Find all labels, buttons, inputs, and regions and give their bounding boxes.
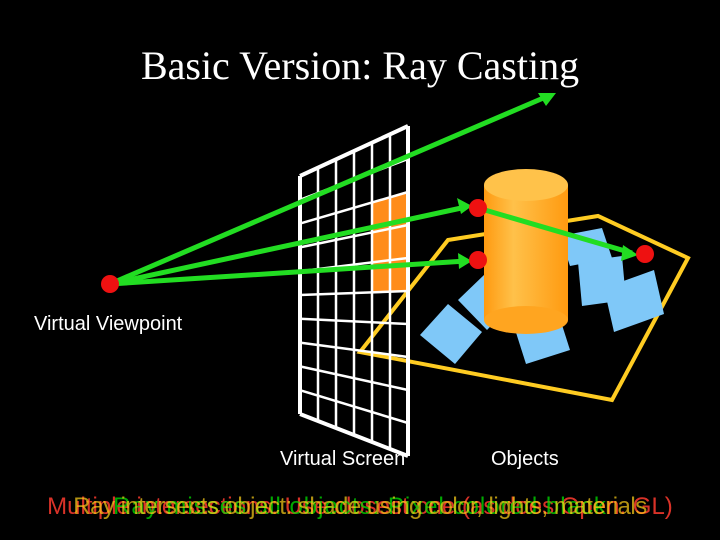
cylinder-object	[484, 169, 568, 334]
objects-label: Objects	[491, 448, 559, 470]
grid-line-horizontal	[299, 289, 409, 297]
grid-line-horizontal	[299, 341, 409, 359]
cylinder-bottom	[484, 306, 568, 334]
arrowhead-icon	[458, 253, 472, 269]
arrowhead-icon	[457, 198, 472, 214]
caption-text: Ray intersects object: shade using color…	[73, 493, 647, 520]
floor-tile	[420, 304, 482, 364]
virtual-screen-label: Virtual Screen	[280, 448, 406, 470]
hit-points	[101, 199, 654, 293]
viewpoint-label: Virtual Viewpoint	[34, 313, 183, 335]
hit-point-dot	[636, 245, 654, 263]
arrowhead-icon	[538, 93, 556, 106]
grid-line-horizontal	[299, 124, 409, 178]
slide-title: Basic Version: Ray Casting	[140, 43, 580, 88]
screen-pixel-shaded	[372, 228, 390, 263]
virtual-screen-grid	[298, 124, 410, 458]
hit-point-dot	[469, 251, 487, 269]
ray-to-cylinder-bottom	[109, 258, 467, 287]
grid-line-horizontal	[299, 365, 409, 392]
rays	[109, 93, 638, 287]
caption-text: Multiple intersections: Use closest one …	[47, 493, 673, 520]
caption-stack: Multiple intersections: Use closest one …	[0, 493, 720, 523]
grid-line-horizontal	[299, 412, 409, 458]
viewpoint-dot	[101, 275, 119, 293]
grid-line-horizontal	[299, 389, 409, 425]
cylinder-body	[484, 185, 568, 320]
floor-tile	[604, 270, 664, 332]
ray-to-cylinder-top	[109, 204, 467, 287]
cylinder-top	[484, 169, 568, 201]
grid-line-horizontal	[299, 190, 409, 225]
caption-text: Ray misses all objects: Pixel colored bl…	[113, 493, 607, 520]
ray-through-cylinder	[477, 205, 633, 256]
arrowhead-icon	[621, 245, 638, 261]
floor-outline	[356, 213, 691, 403]
grid-line-horizontal	[299, 223, 409, 249]
hit-point-dot	[469, 199, 487, 217]
ray-miss	[109, 93, 549, 287]
grid-line-horizontal	[299, 317, 409, 326]
screen-pixel-shaded	[390, 225, 408, 261]
